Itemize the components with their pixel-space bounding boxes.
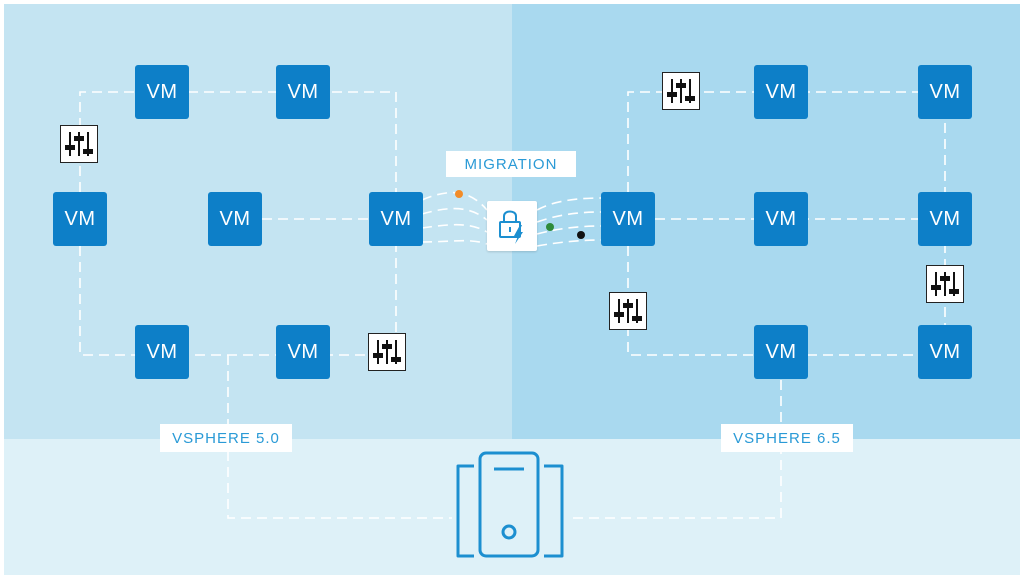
migration-label: MIGRATION [446, 151, 576, 177]
switch-icon [368, 333, 406, 371]
lock-icon [499, 210, 523, 244]
migration-stream-5 [536, 197, 603, 211]
vm-node: VM [918, 65, 972, 119]
switch-icon [926, 265, 964, 303]
vm-node: VM [754, 325, 808, 379]
vm-node: VM [369, 192, 423, 246]
vm-node: VM [601, 192, 655, 246]
switch-icon [662, 72, 700, 110]
secure-migration-box [487, 201, 537, 251]
bottom-panel [4, 439, 1020, 575]
vm-node: VM [276, 325, 330, 379]
migration-stream-7 [536, 225, 603, 235]
right-server-link [567, 380, 782, 519]
left-bottom-loop [79, 246, 397, 356]
migration-stream-8 [536, 239, 603, 247]
vm-node: VM [135, 65, 189, 119]
vsphere-5-0-label: VSPHERE 5.0 [160, 424, 292, 452]
vm-node: VM [754, 192, 808, 246]
migration-stream-6 [536, 211, 603, 223]
switch-icon [609, 292, 647, 330]
vm-node: VM [135, 325, 189, 379]
vm-node: VM [276, 65, 330, 119]
vm-node: VM [208, 192, 262, 246]
switch-icon [60, 125, 98, 163]
server-icon [456, 451, 564, 558]
left-server-link [227, 355, 452, 519]
lightning-bolt-icon [514, 225, 523, 244]
vsphere-6-5-label: VSPHERE 6.5 [721, 424, 853, 452]
migration-packet-dot [577, 231, 585, 239]
migration-packet-dot [546, 223, 554, 231]
migration-packet-dot [455, 190, 463, 198]
migration-stream-2 [421, 207, 488, 221]
migration-stream-3 [421, 223, 488, 233]
vm-node: VM [53, 192, 107, 246]
vm-node: VM [918, 325, 972, 379]
left-top-loop [79, 91, 397, 192]
migration-stream-4 [421, 239, 488, 245]
vm-node: VM [918, 192, 972, 246]
vm-node: VM [754, 65, 808, 119]
